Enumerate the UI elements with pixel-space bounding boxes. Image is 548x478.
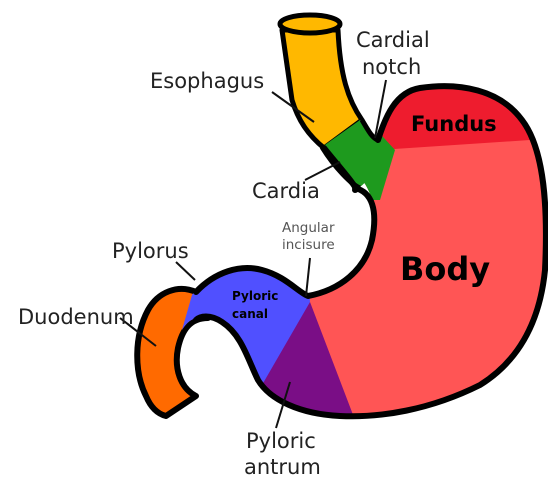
label-duodenum: Duodenum bbox=[18, 305, 134, 329]
label-cardia: Cardia bbox=[252, 179, 320, 203]
pylorus-leader bbox=[176, 262, 195, 280]
angular-incisure-leader bbox=[306, 258, 310, 296]
label-cardial-notch-2: notch bbox=[362, 55, 421, 79]
region-label-pyloric-canal-1: Pyloric bbox=[232, 289, 278, 303]
esophagus-opening bbox=[280, 15, 340, 33]
region-label-fundus: Fundus bbox=[411, 112, 497, 136]
label-pylorus: Pylorus bbox=[112, 239, 189, 263]
cardia-leader bbox=[305, 162, 340, 180]
label-esophagus: Esophagus bbox=[150, 69, 264, 93]
label-angular-incisure-1: Angular bbox=[282, 220, 335, 236]
region-label-pyloric-canal-2: canal bbox=[232, 307, 268, 321]
label-cardial-notch-1: Cardial bbox=[356, 28, 430, 52]
region-label-body: Body bbox=[400, 250, 490, 288]
label-pyloric-antrum-2: antrum bbox=[244, 455, 321, 478]
label-angular-incisure-2: incisure bbox=[282, 237, 335, 253]
label-pyloric-antrum-1: Pyloric bbox=[246, 429, 316, 453]
